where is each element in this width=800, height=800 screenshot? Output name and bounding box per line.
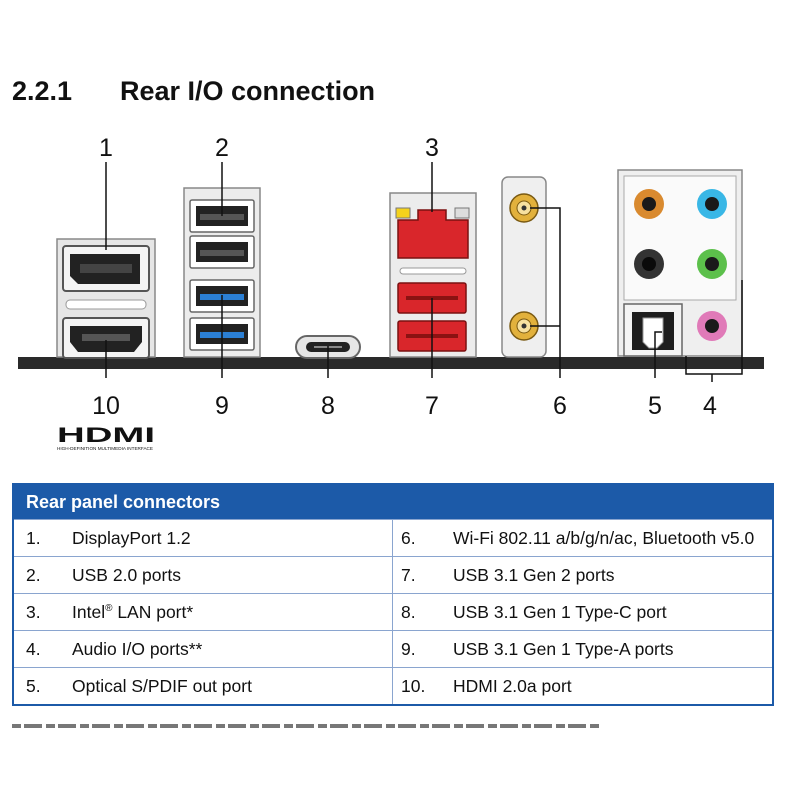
item-number: 5. [26,675,41,696]
table-row: 3. Intel® LAN port* 8. USB 3.1 Gen 1 Typ… [14,593,772,630]
callout-lines [105,162,743,382]
section-number: 2.2.1 [12,76,73,106]
item-number: 3. [26,601,41,622]
table-row: 1. DisplayPort 1.2 6. Wi-Fi 802.11 a/b/g… [14,519,772,556]
label-9: 9 [215,392,229,420]
table-cell: 9. USB 3.1 Gen 1 Type-A ports [393,631,772,667]
item-label: USB 2.0 ports [72,564,181,585]
item-label: USB 3.1 Gen 1 Type-A ports [453,638,674,659]
lan-led-white [454,207,470,219]
item-label: Wi-Fi 802.11 a/b/g/n/ac, Bluetooth v5.0 [453,527,755,548]
label-3: 3 [425,134,439,162]
table-cell: 6. Wi-Fi 802.11 a/b/g/n/ac, Bluetooth v5… [393,520,772,556]
table-cell: 2. USB 2.0 ports [14,557,393,593]
section-heading: 2.2.1 Rear I/O connection [12,76,375,107]
item-number: 6. [401,527,416,548]
antenna-connector-2 [509,311,539,341]
label-2: 2 [215,134,229,162]
item-label: DisplayPort 1.2 [72,527,191,548]
hdmi-logo-tagline: HIGH-DEFINITION MULTIMEDIA INTERFACE [57,446,153,451]
table-cell: 3. Intel® LAN port* [14,594,393,630]
label-10: 10 [92,392,120,420]
item-label: USB 3.1 Gen 2 ports [453,564,615,585]
rear-panel-connectors-table: Rear panel connectors 1. DisplayPort 1.2… [12,483,774,706]
table-cell: 7. USB 3.1 Gen 2 ports [393,557,772,593]
audio-jack-orange [634,189,664,219]
table-row: 4. Audio I/O ports** 9. USB 3.1 Gen 1 Ty… [14,630,772,667]
item-number: 9. [401,638,416,659]
audio-jack-pink [697,311,727,341]
label-8: 8 [321,392,335,420]
item-number: 1. [26,527,41,548]
wifi-antenna-block [501,176,547,358]
port-divider [65,299,147,310]
audio-block [617,169,743,357]
video-ports-block [56,238,156,359]
audio-jack-black [634,249,664,279]
label-4: 4 [703,392,717,420]
lan-usb-block [389,192,477,358]
hdmi-logo-text: HDMI [57,424,155,447]
table-cell: 10. HDMI 2.0a port [393,668,772,704]
item-label: Intel® LAN port* [72,601,194,622]
label-1: 1 [99,134,113,162]
item-label: Audio I/O ports** [72,638,203,659]
item-number: 8. [401,601,416,622]
item-number: 7. [401,564,416,585]
cropped-footnote-text [12,722,612,730]
item-label: HDMI 2.0a port [453,675,572,696]
label-5: 5 [648,392,662,420]
lan-led-yellow [395,207,411,219]
item-number: 4. [26,638,41,659]
table-cell: 8. USB 3.1 Gen 1 Type-C port [393,594,772,630]
item-number: 10. [401,675,426,696]
item-number: 2. [26,564,41,585]
table-cell: 4. Audio I/O ports** [14,631,393,667]
label-7: 7 [425,392,439,420]
optical-spdif-port [623,303,683,357]
table-title: Rear panel connectors [14,485,772,519]
section-title: Rear I/O connection [120,76,376,106]
audio-jack-cyan [697,189,727,219]
hdmi-logo: HDMI HIGH-DEFINITION MULTIMEDIA INTERFAC… [57,424,155,451]
item-label: USB 3.1 Gen 1 Type-C port [453,601,667,622]
lan-port [397,209,469,259]
lan-divider [399,267,467,275]
table-cell: 1. DisplayPort 1.2 [14,520,393,556]
table-cell: 5. Optical S/PDIF out port [14,668,393,704]
displayport-port [62,245,150,292]
rear-io-diagram: 1 2 3 10 9 8 7 6 5 4 HDMI HIGH-DEFINITIO… [18,134,764,451]
usb20-port-2 [189,235,255,269]
table-row: 5. Optical S/PDIF out port 10. HDMI 2.0a… [14,667,772,704]
label-6: 6 [553,392,567,420]
item-label: Optical S/PDIF out port [72,675,252,696]
registered-mark: ® [105,602,113,614]
io-board-strip [18,357,764,369]
audio-jack-green [697,249,727,279]
table-row: 2. USB 2.0 ports 7. USB 3.1 Gen 2 ports [14,556,772,593]
hdmi-port [62,317,150,359]
